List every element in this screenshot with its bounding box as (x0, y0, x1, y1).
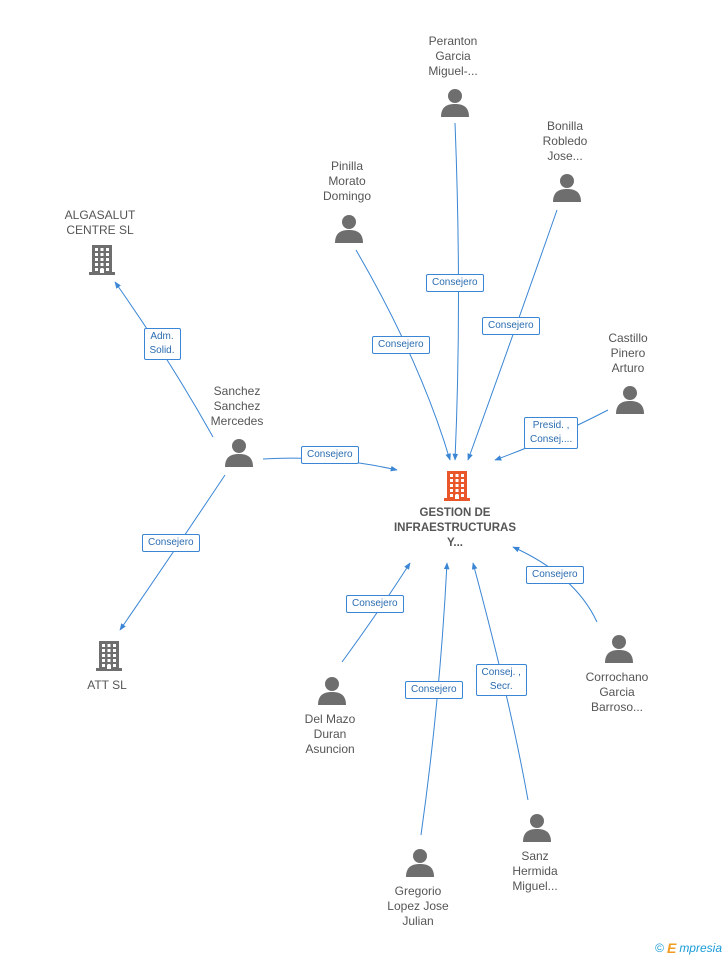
node-label-delmazo[interactable]: Del Mazo Duran Asuncion (304, 712, 356, 756)
edge-label-sanz-to-gestion[interactable]: Consej. , Secr. (475, 664, 527, 696)
edge-label-sanchez-to-algasalut[interactable]: Adm. Solid. (143, 328, 181, 360)
building-icon-gestion[interactable] (439, 468, 475, 504)
node-label-peranton[interactable]: Peranton Garcia Miguel-... (428, 34, 478, 78)
edge-label-delmazo-to-gestion[interactable]: Consejero (346, 595, 404, 613)
edge-label-bonilla-to-gestion[interactable]: Consejero (482, 317, 540, 335)
person-icon-sanz[interactable] (519, 810, 555, 846)
node-label-att[interactable]: ATT SL (87, 678, 127, 692)
edge-pinilla-to-gestion (355, 249, 451, 461)
edge-corrochano-to-gestion (512, 546, 598, 623)
node-label-gestion[interactable]: GESTION DE INFRAESTRUCTURAS Y... (393, 507, 517, 549)
person-icon-bonilla[interactable] (549, 170, 585, 206)
person-icon-pinilla[interactable] (331, 211, 367, 247)
edge-label-pinilla-to-gestion[interactable]: Consejero (372, 336, 430, 354)
edge-sanchez-to-att (119, 474, 226, 631)
node-label-castillo[interactable]: Castillo Pinero Arturo (608, 331, 648, 375)
person-icon-corrochano[interactable] (601, 631, 637, 667)
empresia-logo-icon: E (666, 940, 677, 956)
node-label-corrochano[interactable]: Corrochano Garcia Barroso... (585, 670, 649, 714)
building-icon-algasalut[interactable] (84, 242, 120, 278)
node-label-gregorio[interactable]: Gregorio Lopez Jose Julian (387, 884, 449, 928)
building-icon-att[interactable] (91, 638, 127, 674)
person-icon-gregorio[interactable] (402, 845, 438, 881)
node-label-bonilla[interactable]: Bonilla Robledo Jose... (542, 119, 588, 163)
brand-name: mpresia (679, 941, 722, 955)
node-label-pinilla[interactable]: Pinilla Morato Domingo (322, 159, 372, 203)
edge-label-sanchez-to-gestion[interactable]: Consejero (301, 446, 359, 464)
edge-label-corrochano-to-gestion[interactable]: Consejero (526, 566, 584, 584)
edge-peranton-to-gestion (452, 122, 459, 461)
node-label-sanz[interactable]: Sanz Hermida Miguel... (512, 849, 558, 893)
node-label-algasalut[interactable]: ALGASALUT CENTRE SL (64, 208, 136, 237)
edge-label-sanchez-to-att[interactable]: Consejero (142, 534, 200, 552)
edge-label-gregorio-to-gestion[interactable]: Consejero (405, 681, 463, 699)
edge-gregorio-to-gestion (420, 562, 450, 836)
person-icon-castillo[interactable] (612, 382, 648, 418)
person-icon-delmazo[interactable] (314, 673, 350, 709)
person-icon-sanchez[interactable] (221, 435, 257, 471)
person-icon-peranton[interactable] (437, 85, 473, 121)
edge-label-castillo-to-gestion[interactable]: Presid. , Consej.... (524, 417, 579, 449)
edge-label-peranton-to-gestion[interactable]: Consejero (426, 274, 484, 292)
node-label-sanchez[interactable]: Sanchez Sanchez Mercedes (210, 384, 264, 428)
copyright-icon: © (655, 941, 664, 955)
